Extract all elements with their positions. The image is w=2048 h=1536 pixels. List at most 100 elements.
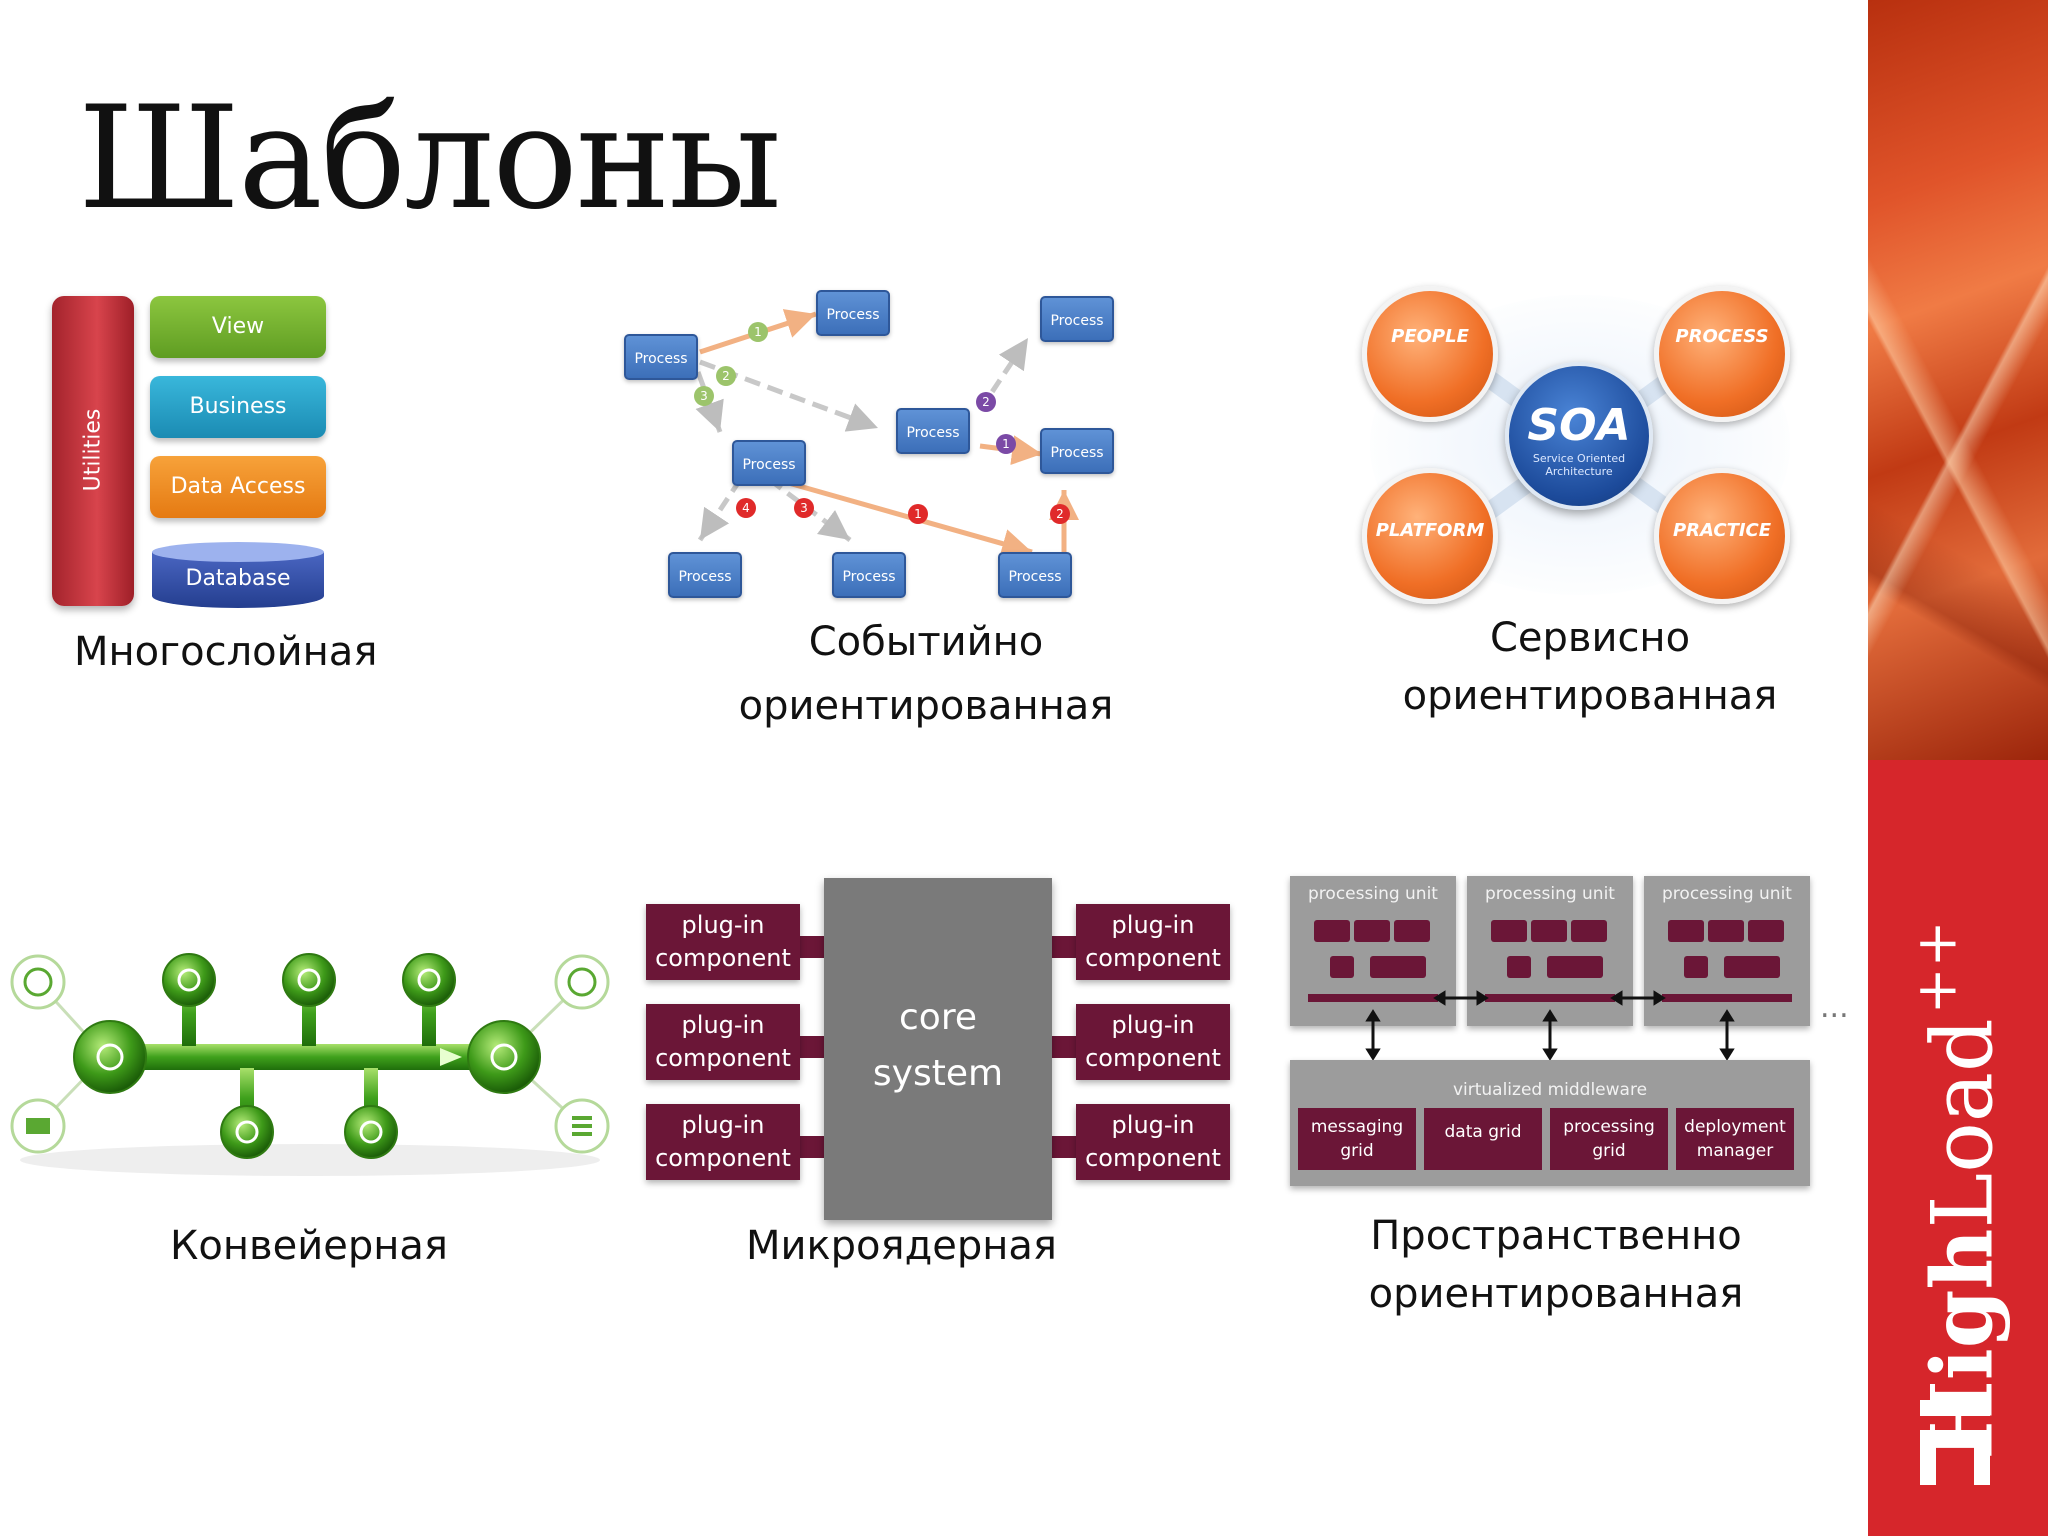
brand-decor-top [1868, 0, 2048, 760]
layer-data-access: Data Access [150, 456, 326, 518]
svg-text:1: 1 [754, 325, 762, 339]
soa-label-platform: PLATFORM [1375, 520, 1485, 541]
middleware-cell-deployment-manager: deployment manager [1676, 1108, 1794, 1170]
cell-line1: messaging [1310, 1117, 1404, 1137]
brand-part2: Load [1913, 1018, 2012, 1229]
plugin-component: plug-in component [646, 1104, 800, 1180]
brand-part3: ++ [1904, 920, 1970, 1015]
soa-node-practice [1654, 468, 1790, 604]
caption-event-driven-2: ориентированная [738, 683, 1114, 729]
plugin-connector [1052, 1136, 1076, 1158]
svg-text:2: 2 [982, 395, 990, 409]
soa-label-practice: PRACTICE [1672, 520, 1772, 541]
processing-unit-internals [1308, 920, 1792, 1060]
cell-line2: manager [1696, 1141, 1774, 1161]
plugin-connector [800, 1136, 824, 1158]
core-system-block [824, 878, 1052, 1220]
soa-center-title: SOA [1527, 400, 1631, 451]
caption-soa-2: ориентированная [1402, 673, 1778, 719]
caption-pipeline: Конвейерная [170, 1223, 448, 1269]
cell-line1: data grid [1444, 1122, 1522, 1142]
plugin-line2: component [1085, 944, 1221, 972]
plugin-line1: plug-in [1111, 1011, 1195, 1039]
plugin-component: plug-in component [1076, 1104, 1230, 1180]
caption-space-based-1: Пространственно [1370, 1213, 1742, 1259]
plugin-line2: component [655, 944, 791, 972]
svg-text:4: 4 [742, 501, 750, 515]
pipeline-diagram [10, 953, 610, 1176]
core-system-label: core system [824, 990, 1052, 1102]
process-node: Process [896, 408, 970, 454]
caption-soa-1: Сервисно [1489, 615, 1691, 661]
core-line2: system [872, 1053, 1004, 1094]
plugin-component: plug-in component [1076, 904, 1230, 980]
utilities-label: Utilities [80, 408, 106, 492]
core-line1: core [899, 997, 977, 1038]
plugin-component: plug-in component [646, 1004, 800, 1080]
soa-node-platform [1362, 468, 1498, 604]
plugin-line2: component [655, 1044, 791, 1072]
plugin-line1: plug-in [1111, 911, 1195, 939]
cell-line1: deployment [1684, 1117, 1786, 1137]
soa-center-subtitle: Service Oriented Architecture [1505, 452, 1653, 478]
svg-text:3: 3 [700, 389, 708, 403]
soa-sub-line2: Architecture [1545, 465, 1613, 478]
middleware-cell-processing-grid: processing grid [1550, 1108, 1668, 1170]
brand-wordmark: HighLoad++ [1905, 920, 2012, 1459]
plugin-line1: plug-in [1111, 1111, 1195, 1139]
svg-text:2: 2 [1056, 507, 1064, 521]
soa-sub-line1: Service Oriented [1532, 452, 1626, 465]
process-node: Process [1040, 428, 1114, 474]
plugin-component: plug-in component [646, 904, 800, 980]
plugin-line1: plug-in [681, 911, 765, 939]
middleware-label: virtualized middleware [1452, 1080, 1648, 1100]
processing-unit-label: processing unit [1662, 884, 1792, 904]
plugin-connector [1052, 1036, 1076, 1058]
process-node: Process [832, 552, 906, 598]
plugin-connector [800, 936, 824, 958]
middleware-cell-messaging-grid: messaging grid [1298, 1108, 1416, 1170]
svg-text:1: 1 [914, 507, 922, 521]
soa-label-people: PEOPLE [1391, 326, 1469, 347]
slide-title: Шаблоны [78, 76, 782, 241]
process-node: Process [732, 440, 806, 486]
cell-line1: processing [1563, 1117, 1655, 1137]
process-node: Process [998, 552, 1072, 598]
plugin-line2: component [1085, 1144, 1221, 1172]
caption-space-based-2: ориентированная [1368, 1271, 1744, 1317]
plugin-line2: component [655, 1144, 791, 1172]
svg-text:3: 3 [800, 501, 808, 515]
processing-unit-label: processing unit [1485, 884, 1615, 904]
caption-event-driven-1: Событийно [808, 619, 1044, 665]
plugin-connector [1052, 936, 1076, 958]
database-cylinder-icon [152, 542, 324, 608]
brand-logo-icon [1920, 1400, 1990, 1485]
plugin-connector [800, 1036, 824, 1058]
soa-node-process [1654, 286, 1790, 422]
plugin-line1: plug-in [681, 1111, 765, 1139]
process-node: Process [816, 290, 890, 336]
plugin-line1: plug-in [681, 1011, 765, 1039]
svg-text:1: 1 [1002, 437, 1010, 451]
soa-label-process: PROCESS [1675, 326, 1769, 347]
event-flow-arrows: 1 2 3 2 1 4 3 1 2 [694, 309, 1079, 559]
cell-line2: grid [1592, 1141, 1626, 1161]
soa-center-node [1505, 362, 1653, 510]
caption-microkernel: Микроядерная [746, 1223, 1057, 1269]
layer-business: Business [150, 376, 326, 438]
processing-unit-label: processing unit [1308, 884, 1438, 904]
svg-text:2: 2 [722, 369, 730, 383]
process-node: Process [624, 334, 698, 380]
process-node: Process [668, 552, 742, 598]
more-units-ellipsis: ... [1820, 990, 1849, 1025]
caption-layered: Многослойная [74, 629, 378, 675]
plugin-line2: component [1085, 1044, 1221, 1072]
soa-node-people [1362, 286, 1498, 422]
process-node: Process [1040, 296, 1114, 342]
utilities-bar [52, 296, 134, 606]
middleware-cell-data-grid: data grid [1424, 1108, 1542, 1170]
cell-line2: grid [1340, 1141, 1374, 1161]
layer-view: View [150, 296, 326, 358]
plugin-component: plug-in component [1076, 1004, 1230, 1080]
database-label: Database [185, 566, 291, 591]
